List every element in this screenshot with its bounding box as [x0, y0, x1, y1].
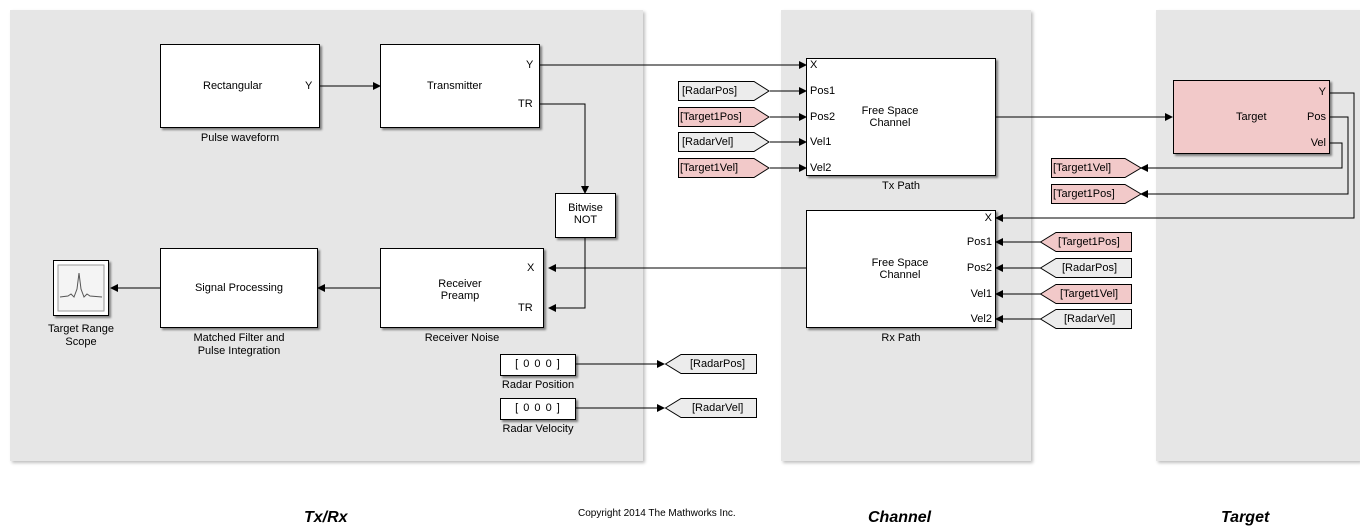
goto-target1pos-label: [Target1Pos] — [1053, 188, 1115, 200]
rx-target1pos-tag[interactable] — [1039, 232, 1132, 252]
pulse-block-name: Rectangular — [203, 80, 263, 92]
rx-port-vel2: Vel2 — [970, 313, 992, 325]
target-range-scope-block[interactable] — [53, 260, 109, 316]
radar-position-constant[interactable] — [500, 354, 576, 376]
pulse-port-y: Y — [305, 80, 313, 92]
transmitter-port-tr: TR — [518, 98, 533, 110]
from-target1pos-label: [Target1Pos] — [680, 111, 742, 123]
line-bitwise-to-receiver-tr — [548, 238, 586, 312]
rx-port-vel1: Vel1 — [970, 288, 992, 300]
receiver-line1: Receiver — [438, 278, 482, 290]
target-port-vel: Vel — [1310, 137, 1326, 149]
tx-port-x: X — [810, 59, 818, 71]
target-name: Target — [1236, 111, 1267, 123]
receiver-port-tr: TR — [518, 302, 533, 314]
from-radarpos-tag[interactable] — [678, 81, 770, 101]
bitwise-not-block[interactable] — [555, 193, 616, 238]
from-target1vel-label: [Target1Vel] — [680, 162, 739, 174]
from-radarvel-tag[interactable] — [678, 132, 770, 152]
radar-velocity-constant[interactable] — [500, 398, 576, 420]
receiver-port-x: X — [527, 262, 535, 274]
rx-target1pos-label: [Target1Pos] — [1058, 236, 1120, 248]
tx-path-caption: Tx Path — [882, 180, 920, 192]
transmitter-block[interactable] — [380, 44, 540, 128]
goto-target1pos-tag[interactable] — [1051, 184, 1143, 204]
signal-caption1: Matched Filter and — [193, 332, 285, 344]
line-target-to-rx-channel — [995, 92, 1355, 222]
from-radarvel-label: [RadarVel] — [682, 136, 734, 148]
rx-radarpos-label: [RadarPos] — [1062, 262, 1118, 274]
rx-port-pos2: Pos2 — [966, 262, 992, 274]
line-tr-to-bitwise — [540, 103, 589, 194]
goto-target1vel-tag[interactable] — [1051, 158, 1143, 178]
goto-target1vel-label: [Target1Vel] — [1053, 162, 1112, 174]
rx-channel-line1: Free Space — [871, 257, 929, 269]
goto-radarvel-tag[interactable] — [664, 398, 757, 418]
goto-radarvel-label: [RadarVel] — [692, 402, 744, 414]
signal-processing-block[interactable] — [160, 248, 318, 328]
tx-path-channel-block[interactable] — [806, 58, 996, 176]
scope-caption1: Target Range — [47, 323, 115, 335]
pulse-waveform-block[interactable] — [160, 44, 320, 128]
scope-caption2: Scope — [65, 336, 97, 348]
target-port-y: Y — [1318, 86, 1326, 98]
rx-port-x: X — [984, 212, 992, 224]
rx-path-channel-block[interactable] — [806, 210, 996, 328]
radar-position-caption: Radar Position — [501, 379, 575, 391]
target-area-title: Target — [1221, 509, 1270, 526]
receiver-preamp-block[interactable] — [380, 248, 544, 328]
tx-channel-line2: Channel — [869, 117, 911, 129]
rx-radarvel-tag[interactable] — [1039, 309, 1132, 329]
rx-channel-line2: Channel — [879, 269, 921, 281]
rx-path-caption: Rx Path — [881, 332, 921, 344]
signal-name: Signal Processing — [194, 282, 284, 294]
rx-target1vel-label: [Target1Vel] — [1060, 288, 1119, 300]
transmitter-port-y: Y — [526, 59, 534, 71]
goto-radarpos-label: [RadarPos] — [690, 358, 746, 370]
channel-area-title: Channel — [868, 509, 932, 526]
tx-channel-line1: Free Space — [861, 105, 919, 117]
radar-velocity-value: [ 0 0 0 ] — [515, 402, 561, 414]
tx-port-vel2: Vel2 — [810, 162, 832, 174]
bitwise-line2: NOT — [573, 214, 598, 226]
tx-port-vel1: Vel1 — [810, 136, 832, 148]
rx-radarvel-label: [RadarVel] — [1064, 313, 1116, 325]
goto-radarpos-tag[interactable] — [664, 354, 757, 374]
transmitter-name: Transmitter — [427, 80, 483, 92]
bitwise-line1: Bitwise — [568, 202, 603, 214]
from-target1vel-tag[interactable] — [678, 158, 770, 178]
rx-port-pos1: Pos1 — [966, 236, 992, 248]
scope-icon — [57, 264, 105, 312]
rx-target1vel-tag[interactable] — [1039, 284, 1132, 304]
tx-port-pos1: Pos1 — [810, 85, 836, 97]
radar-velocity-caption: Radar Velocity — [502, 423, 574, 435]
from-target1pos-tag[interactable] — [678, 107, 770, 127]
receiver-line2: Preamp — [440, 290, 480, 302]
receiver-caption: Receiver Noise — [424, 332, 500, 344]
pulse-caption: Pulse waveform — [200, 132, 280, 144]
target-block[interactable] — [1173, 80, 1330, 154]
tx-port-pos2: Pos2 — [810, 111, 836, 123]
signal-caption2: Pulse Integration — [197, 345, 281, 357]
from-radarpos-label: [RadarPos] — [682, 85, 738, 97]
target-port-pos: Pos — [1307, 111, 1326, 123]
txrx-area-title: Tx/Rx — [304, 509, 348, 526]
radar-position-value: [ 0 0 0 ] — [515, 358, 561, 370]
copyright-note: Copyright 2014 The Mathworks Inc. — [578, 508, 736, 519]
rx-radarpos-tag[interactable] — [1039, 258, 1132, 278]
